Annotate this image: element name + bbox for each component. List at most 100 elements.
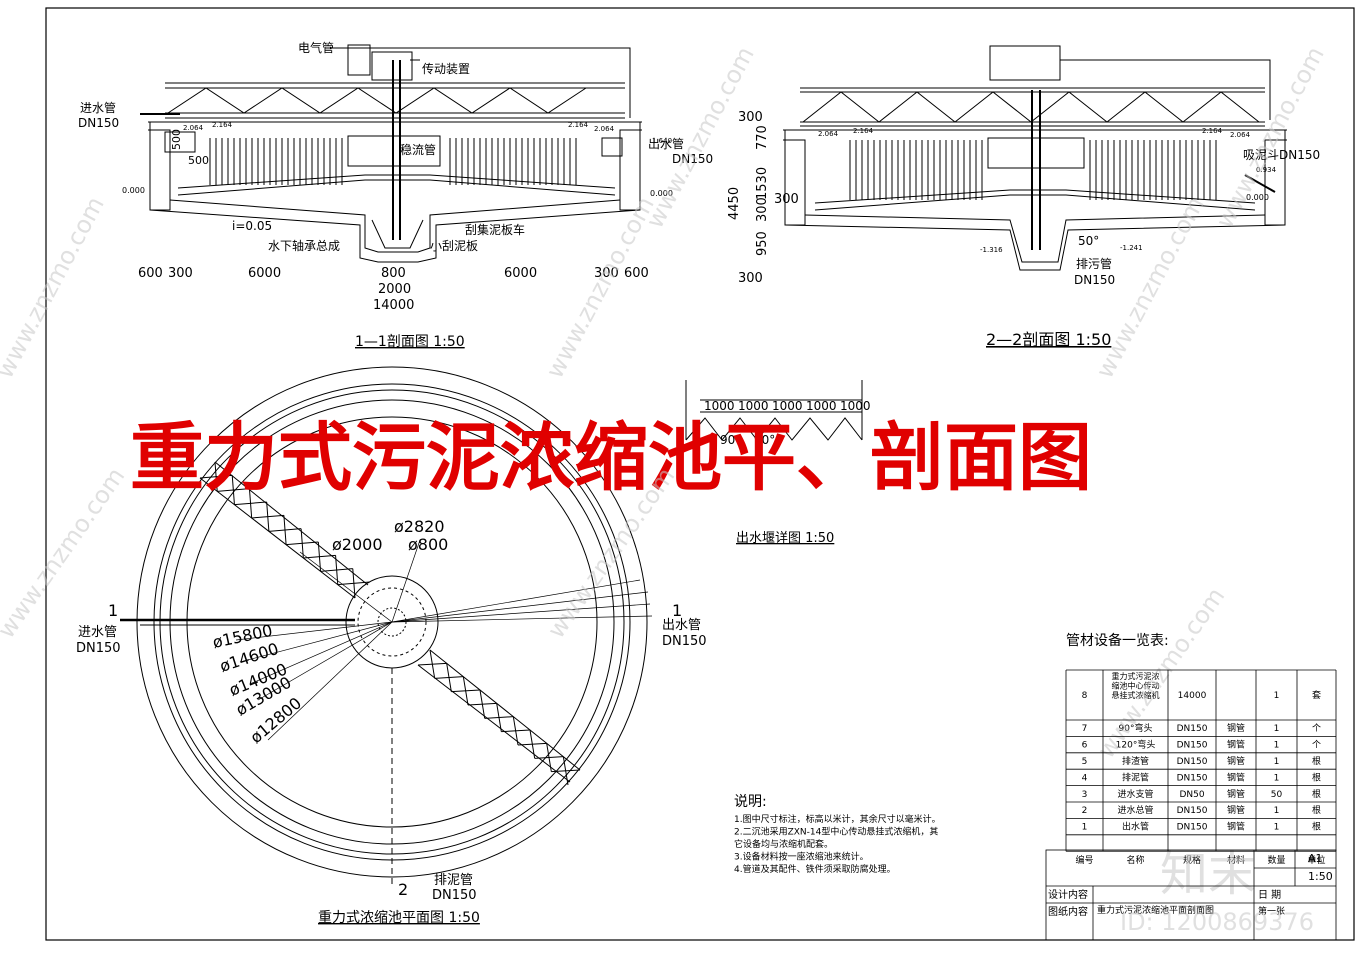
table-cell: 钢管: [1227, 788, 1245, 800]
label: DN150: [1074, 273, 1115, 287]
label: ø2820: [394, 517, 445, 536]
table-cell: 根: [1312, 755, 1321, 767]
label: DN150: [76, 641, 121, 656]
table-cell: 缩池中心传动: [1112, 681, 1160, 691]
table-cell: 1: [1274, 741, 1280, 751]
weir-dim: 1000: [840, 399, 871, 413]
table-cell: 2: [1082, 806, 1088, 816]
drawing-title: 重力式污泥浓缩池平、剖面图: [130, 415, 1092, 501]
label: 水下轴承总成: [268, 238, 340, 253]
label: 600: [624, 266, 649, 281]
label: 2.164: [212, 121, 233, 129]
dimension-leader: [391, 579, 641, 623]
label: 0.000: [122, 186, 145, 195]
note-line: 2.二沉池采用ZXN-14型中心传动悬挂式浓缩机，其: [734, 826, 938, 838]
table-header: 材料: [1227, 854, 1245, 866]
label: 第一张: [1258, 905, 1285, 917]
note-line: 3.设备材料按一座浓缩池来统计。: [734, 851, 869, 863]
table-cell: 进水支管: [1117, 788, 1153, 800]
table-cell: 14000: [1178, 691, 1207, 701]
truss-member: [231, 475, 235, 505]
label: DN150: [662, 634, 707, 649]
label: 设计内容: [1048, 888, 1088, 901]
label: 2.064: [1230, 131, 1251, 139]
dimension-leader: [249, 621, 393, 685]
label: 500: [188, 154, 209, 167]
truss-member: [484, 716, 514, 719]
label: 2.164: [1202, 127, 1223, 135]
table-header: 名称: [1126, 854, 1144, 866]
truss-member: [501, 729, 531, 733]
dimension-leader: [391, 603, 651, 623]
label: 传动装置: [422, 61, 470, 76]
note-line: 它设备均与浓缩机配套。: [734, 838, 833, 850]
dimension-leader: [391, 615, 653, 623]
truss-member: [300, 528, 304, 559]
truss-member: [214, 461, 218, 492]
label: 2.164: [853, 127, 874, 135]
label: A1: [1308, 852, 1323, 865]
weir-dim: 1000: [704, 399, 735, 413]
label: 300: [755, 197, 770, 222]
table-cell: 套: [1312, 689, 1321, 701]
section-1-1: [140, 44, 642, 263]
table-header: 数量: [1267, 854, 1285, 866]
table-cell: 重力式污泥浓: [1112, 671, 1160, 681]
table-cell: DN150: [1177, 806, 1208, 816]
label: DN150: [672, 152, 713, 166]
table-cell: DN150: [1177, 823, 1208, 833]
dimension-leader: [267, 621, 393, 741]
label: 90°: [754, 433, 775, 447]
label: 14000: [373, 298, 414, 313]
table-cell: 钢管: [1227, 739, 1245, 751]
note-line: 1.图中尺寸标注，标高以米计，其余尺寸以毫米计。: [734, 813, 941, 825]
dimension-leader: [257, 621, 393, 701]
table-cell: 1: [1274, 806, 1280, 816]
truss-member: [352, 568, 356, 599]
label: 300: [774, 192, 799, 207]
truss-member: [417, 662, 447, 666]
label: i=0.05: [232, 219, 272, 233]
table-cell: 个: [1312, 723, 1321, 734]
label: 300: [594, 266, 619, 281]
table-header: 规格: [1183, 854, 1201, 866]
table-cell: DN150: [1177, 724, 1208, 734]
label: 770: [755, 125, 770, 150]
weir-dim: 1000: [772, 399, 803, 413]
plan-caption: 重力式浓缩池平面图 1:50: [318, 910, 480, 926]
truss-member: [283, 515, 287, 545]
table-cell: 根: [1312, 804, 1321, 816]
table-cell: 5: [1082, 757, 1088, 767]
label: 排污管: [1076, 256, 1112, 271]
table-cell: 7: [1082, 724, 1088, 734]
label: 6000: [248, 266, 281, 281]
section-2-2: [783, 45, 1287, 271]
label: -1.316: [980, 246, 1003, 254]
label: 电气管: [298, 40, 334, 55]
table-cell: 6: [1082, 741, 1088, 751]
label: 500: [170, 129, 183, 150]
table-cell: 50: [1271, 790, 1283, 800]
table-cell: 钢管: [1227, 771, 1245, 783]
weir-caption: 出水堰详图 1:50: [736, 531, 834, 546]
truss-member: [534, 756, 564, 759]
label: ø800: [408, 535, 448, 554]
table-cell: 悬挂式浓缩机: [1112, 690, 1160, 700]
label: 0.934: [1256, 166, 1277, 174]
label: ø2000: [332, 535, 383, 554]
table-cell: 1: [1274, 823, 1280, 833]
table-cell: 120°弯头: [1116, 739, 1156, 751]
table-cell: 出水管: [1122, 821, 1149, 833]
label: 排泥管: [434, 873, 473, 888]
label: 50°: [1078, 234, 1099, 248]
truss-member: [517, 742, 547, 746]
title-block: [1045, 849, 1337, 941]
table-cell: 进水总管: [1117, 804, 1153, 816]
watermark-logo: 知末: [1160, 846, 1256, 902]
table-cell: 根: [1312, 788, 1321, 800]
truss-member: [266, 501, 270, 532]
truss-member: [434, 676, 464, 679]
table-cell: 钢管: [1227, 755, 1245, 767]
label: 950: [755, 231, 770, 256]
label: 出水管: [662, 618, 701, 633]
